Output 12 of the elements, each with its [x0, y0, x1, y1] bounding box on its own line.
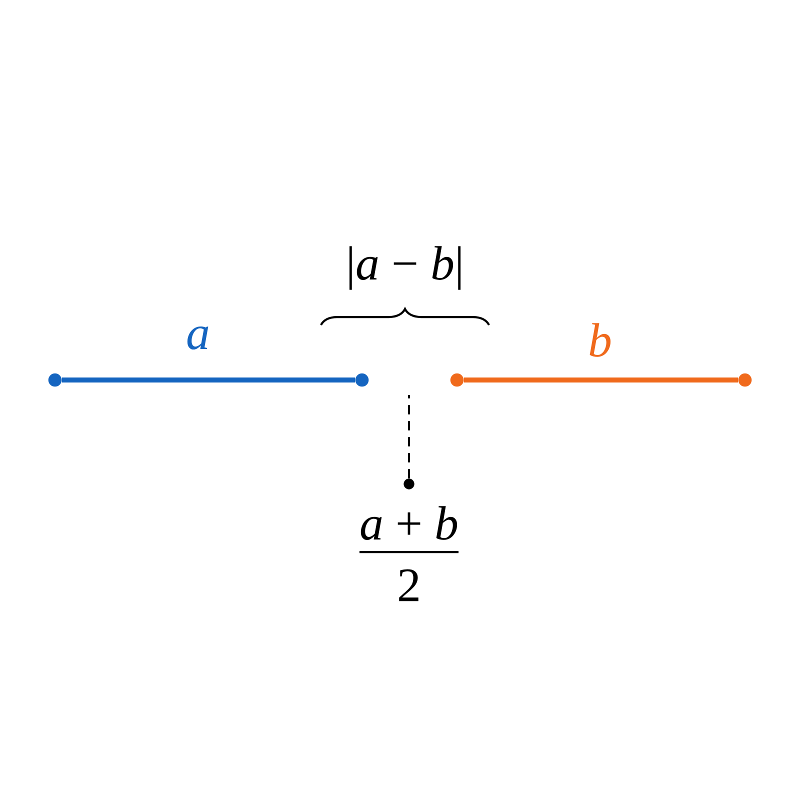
dot: [738, 373, 752, 387]
label: |a − b|: [349, 246, 461, 290]
line-segment: [464, 378, 738, 382]
edge-label: b: [590, 323, 611, 357]
dot: [404, 478, 414, 490]
dot: [48, 373, 62, 387]
dashed-line: [408, 395, 410, 478]
line-segment: [62, 378, 356, 382]
fraction-label: a + b 2: [359, 506, 459, 602]
dot: [355, 373, 369, 387]
dot: [450, 373, 464, 387]
edge-label: a: [187, 326, 208, 350]
